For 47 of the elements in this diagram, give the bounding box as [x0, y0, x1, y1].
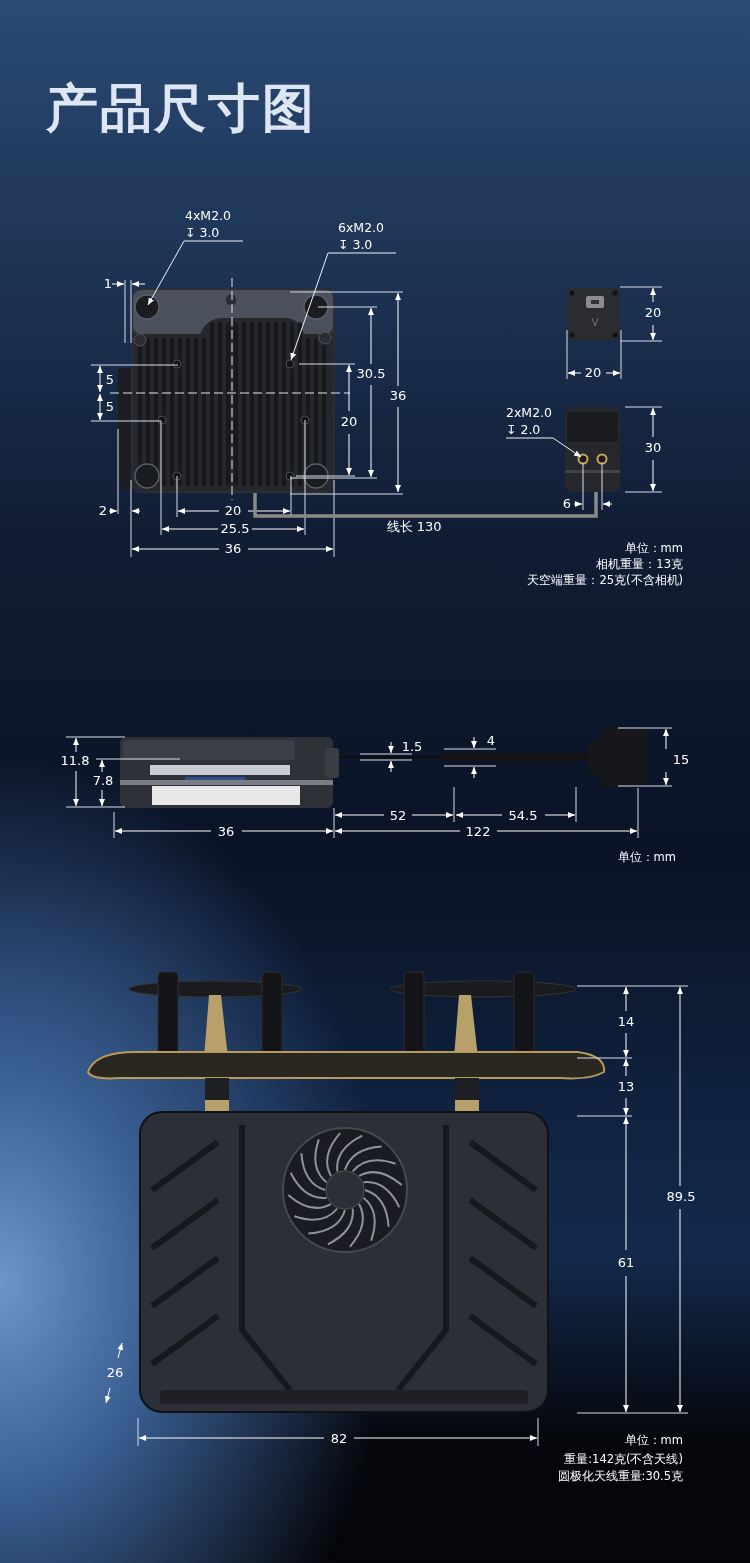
note-text: 单位：mm — [624, 541, 683, 556]
dimension-label: 54.5 — [508, 808, 538, 823]
dimension-label: 13 — [617, 1079, 635, 1094]
note-text: 单位：mm — [624, 1433, 683, 1448]
dimension-label: 30 — [644, 440, 662, 455]
note-text: 重量:142克(不含天线) — [564, 1452, 683, 1467]
camera-side-drawing — [565, 407, 620, 492]
dimension-label: 20 — [224, 503, 242, 518]
note-text: 相机重量：13克 — [596, 557, 683, 572]
edge-label: 线长 130 — [386, 519, 442, 534]
dimension-label: 2 — [98, 503, 108, 518]
leader-line — [505, 437, 582, 458]
dimension-label: 1.5 — [401, 739, 423, 754]
cable — [253, 492, 598, 518]
dimension-label: 20 — [584, 365, 602, 380]
callout-text: 2xM2.0 ↧ 2.0 — [506, 404, 556, 438]
note-text: 单位：mm — [617, 850, 676, 865]
dimension-label: 14 — [617, 1014, 635, 1029]
dimension-label: 30.5 — [356, 366, 386, 381]
dimension-label: 20 — [340, 414, 358, 429]
dimension-label: 82 — [330, 1431, 348, 1446]
note-text: 圆极化天线重量:30.5克 — [557, 1469, 683, 1484]
dimension-label: 61 — [617, 1255, 635, 1270]
dimension-label: 7.8 — [92, 773, 114, 788]
dimension-label: 52 — [389, 808, 407, 823]
air-unit-drawing — [118, 288, 335, 493]
dimension-label: 25.5 — [220, 521, 250, 536]
dimension-label: 5 — [105, 399, 115, 414]
dimension-label: 36 — [224, 541, 242, 556]
dimension-label: 6 — [562, 496, 572, 511]
dimension-label: 4 — [486, 733, 496, 748]
dimension-label: 26 — [106, 1365, 124, 1380]
title: 产品尺寸图 — [46, 77, 316, 140]
note-text: 天空端重量：25克(不含相机) — [527, 573, 683, 588]
dimension-label: 11.8 — [60, 753, 90, 768]
callout-text: 6xM2.0 ↧ 3.0 — [338, 219, 396, 253]
dimension-label: 122 — [465, 824, 491, 839]
dimension-label: 36 — [217, 824, 235, 839]
leader-line — [290, 252, 397, 361]
dimension-label: 20 — [644, 305, 662, 320]
dimension-label: 5 — [105, 372, 115, 387]
dimension-label: 15 — [672, 752, 690, 767]
dimension-label: 36 — [389, 388, 407, 403]
dimension-label: 1 — [103, 276, 113, 291]
dimension-label: 89.5 — [666, 1189, 696, 1204]
leader-line — [147, 240, 244, 306]
callout-text: 4xM2.0 ↧ 3.0 — [185, 207, 243, 241]
